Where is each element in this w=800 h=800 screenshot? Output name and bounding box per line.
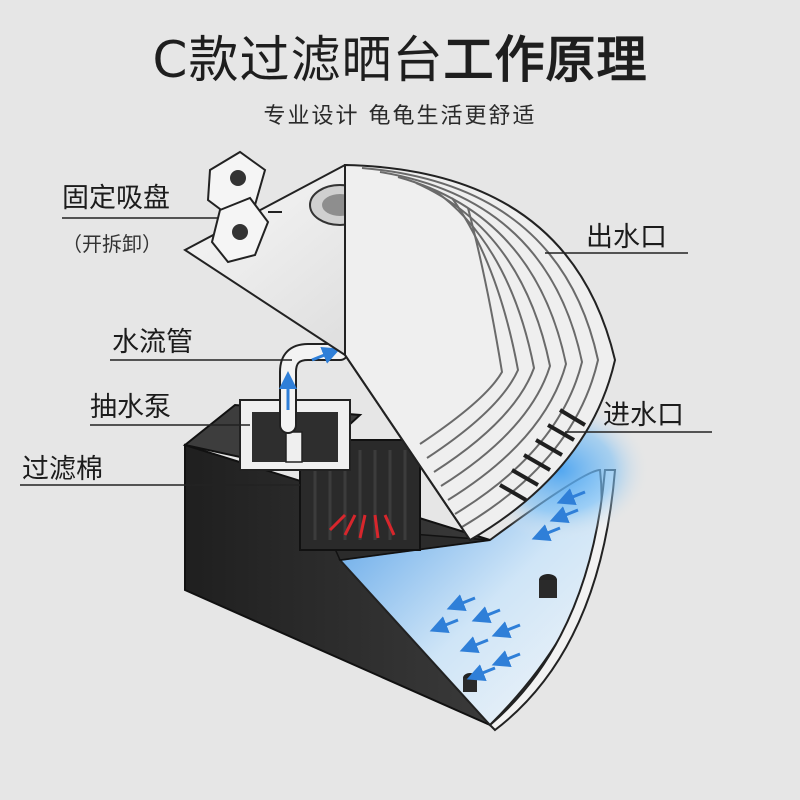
title-bold: 工作原理	[443, 31, 648, 89]
callout-lines	[20, 217, 712, 486]
page-subtitle: 专业设计 龟龟生活更舒适	[263, 104, 537, 129]
title-light: C款过滤晒台	[152, 31, 444, 89]
suction-cup-bracket	[206, 150, 282, 264]
label-filter-cotton: 过滤棉	[22, 454, 103, 485]
inlet-slots	[499, 408, 587, 502]
label-pump: 抽水泵	[90, 392, 171, 423]
water-flow-arrows	[429, 488, 586, 682]
filter-flow-arrows	[328, 513, 396, 539]
page-title: C款过滤晒台工作原理	[0, 30, 800, 90]
pump-assembly	[239, 343, 351, 471]
platform-ribs	[361, 167, 600, 528]
label-water-outlet: 出水口	[586, 222, 667, 253]
label-water-inlet: 进水口	[603, 400, 684, 431]
basking-platform	[183, 163, 617, 542]
label-suction-cup-note: （开拆卸）	[62, 232, 162, 256]
label-water-pipe: 水流管	[112, 327, 193, 358]
label-suction-cup: 固定吸盘	[62, 183, 170, 214]
